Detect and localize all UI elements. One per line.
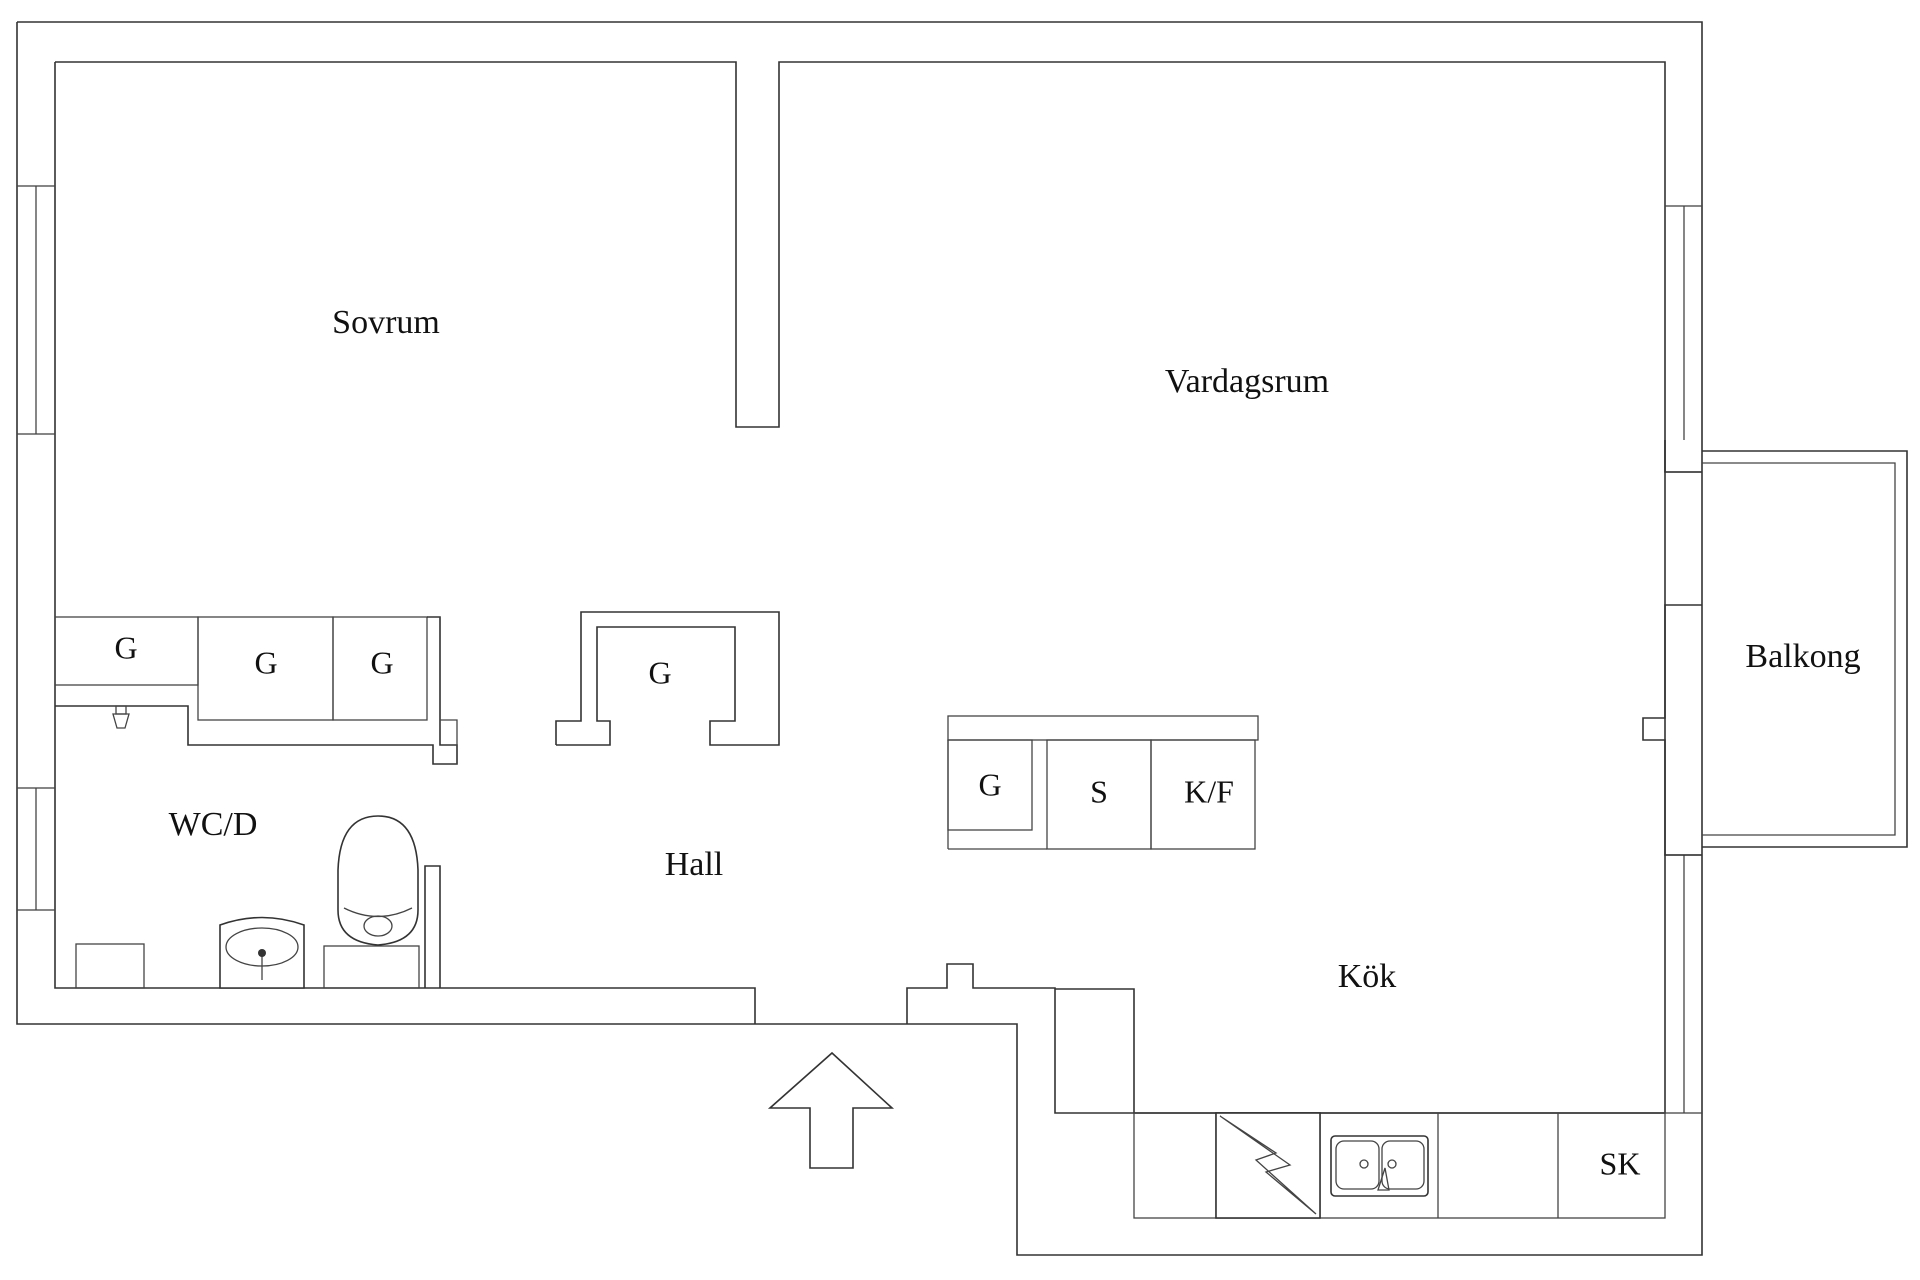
storage-label-g3: G bbox=[370, 644, 393, 680]
kitchen-counter bbox=[1133, 1112, 1666, 1219]
closet-wall-inner bbox=[439, 617, 458, 764]
room-label-hall: Hall bbox=[665, 846, 724, 883]
storage-label-g1: G bbox=[114, 629, 137, 665]
room-label-wcd: WC/D bbox=[169, 806, 258, 843]
hall-closet bbox=[555, 611, 780, 746]
counter-run bbox=[1133, 1112, 1666, 1219]
storage-label-kf: K/F bbox=[1184, 773, 1234, 809]
storage-label-g2: G bbox=[254, 644, 277, 680]
kitchen-island bbox=[947, 715, 1259, 850]
room-label-sovrum: Sovrum bbox=[332, 304, 440, 341]
inner-wall-outline-left bbox=[55, 61, 1666, 1114]
balcony bbox=[1642, 440, 1908, 856]
outer-wall-outline bbox=[16, 21, 1703, 1256]
balcony-inner bbox=[1702, 462, 1896, 836]
windows bbox=[16, 185, 1703, 1114]
balcony-door-jamb-mid bbox=[1642, 604, 1702, 856]
washbasin-icon bbox=[219, 916, 305, 989]
toilet-icon bbox=[323, 815, 420, 989]
balcony-door-jamb-top bbox=[1664, 440, 1702, 473]
shower-head-icon bbox=[112, 705, 130, 729]
bedroom-closets bbox=[54, 616, 458, 765]
inner-wall-bottom-right bbox=[906, 963, 1134, 1114]
island-kf bbox=[1150, 739, 1256, 850]
tap-icon bbox=[1377, 1167, 1390, 1191]
stove-icon bbox=[1215, 1112, 1321, 1219]
entrance-arrow-icon bbox=[767, 1051, 895, 1169]
closet-g3 bbox=[332, 616, 428, 721]
storage-label-sk: SK bbox=[1600, 1145, 1641, 1181]
storage-label-g5: G bbox=[978, 766, 1001, 802]
storage-label-s: S bbox=[1090, 773, 1108, 809]
room-label-balkong: Balkong bbox=[1745, 638, 1860, 675]
wc-cabinet bbox=[75, 943, 145, 989]
room-label-kok: Kök bbox=[1338, 958, 1397, 995]
sink-icon bbox=[1330, 1135, 1429, 1197]
room-label-vardagsrum: Vardagsrum bbox=[1165, 363, 1329, 400]
hall-closet-outer bbox=[555, 611, 780, 746]
storage-label-g4: G bbox=[648, 654, 671, 690]
wc-walls bbox=[424, 865, 441, 988]
stove-bolt bbox=[1219, 1115, 1317, 1215]
wc-east-wall bbox=[424, 865, 441, 988]
island-top bbox=[947, 715, 1259, 741]
wc-fixtures bbox=[75, 705, 420, 989]
outer-walls bbox=[16, 21, 1703, 1256]
balcony-outer bbox=[1702, 450, 1908, 848]
